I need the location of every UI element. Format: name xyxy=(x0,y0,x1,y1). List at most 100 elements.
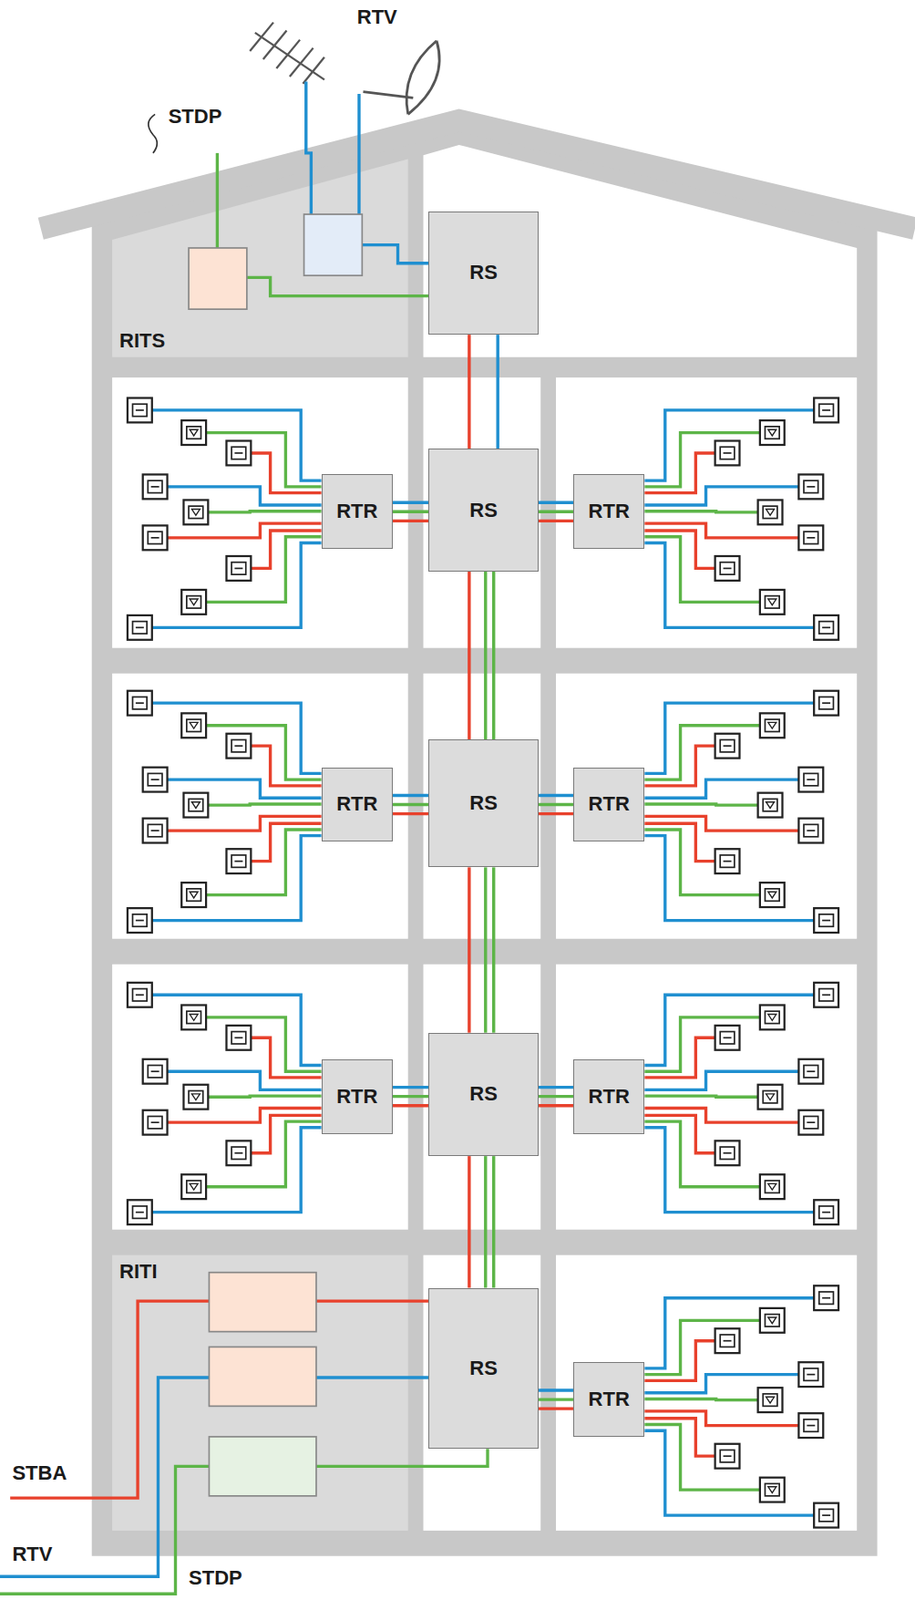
data-socket-mark xyxy=(806,485,815,488)
outlet-socket xyxy=(819,1508,834,1521)
outlet-symbol xyxy=(143,473,168,499)
outlet-symbol xyxy=(760,882,785,907)
cable-bundle xyxy=(392,794,429,813)
outlet-socket xyxy=(231,854,247,867)
outlet-socket xyxy=(186,426,202,439)
outlet-socket xyxy=(719,562,735,575)
cable-bundle xyxy=(538,1389,574,1409)
node-label: RITS xyxy=(119,329,165,352)
yagi-antenna xyxy=(249,22,325,84)
outlet-socket xyxy=(231,1031,247,1044)
outlet-wire xyxy=(207,511,321,513)
data-socket-mark xyxy=(234,452,243,454)
node-label: RTR xyxy=(588,1085,630,1108)
outlet-socket xyxy=(231,562,247,575)
outlet-wire xyxy=(152,542,322,628)
outlet-socket xyxy=(719,1146,735,1159)
outlet-socket xyxy=(186,1180,202,1193)
outlet-symbol xyxy=(760,1307,785,1333)
technical-room: RITS xyxy=(112,163,409,358)
outlet-socket xyxy=(764,888,780,901)
outlet-socket xyxy=(762,1393,778,1406)
outlet-wire xyxy=(644,1423,760,1490)
outlet-symbol xyxy=(143,818,168,844)
outlet-socket xyxy=(803,1115,819,1128)
outlet-wire xyxy=(152,994,322,1065)
outlet-symbol xyxy=(143,524,168,550)
outlet-socket xyxy=(231,446,247,459)
outlet-socket xyxy=(764,1010,780,1023)
cable xyxy=(392,1103,429,1107)
cable-bundle xyxy=(538,1087,574,1106)
cable xyxy=(538,1094,574,1098)
service-label: STBA xyxy=(11,1461,67,1484)
outlet-wire xyxy=(644,1398,758,1400)
data-socket-mark xyxy=(822,919,831,922)
cable xyxy=(392,802,429,806)
cable xyxy=(538,510,574,514)
data-socket-mark xyxy=(822,993,831,996)
data-socket-mark xyxy=(234,567,243,570)
node-label: RTR xyxy=(588,792,630,815)
outlet-socket xyxy=(147,531,163,544)
data-socket-mark xyxy=(806,778,815,781)
outlet-symbol xyxy=(813,982,839,1008)
outlet-socket xyxy=(133,403,148,416)
stdp-box-top xyxy=(188,247,247,309)
cable xyxy=(538,802,574,806)
outlet-wire xyxy=(644,1127,814,1213)
cable xyxy=(538,1387,574,1391)
service-label: RTV xyxy=(357,6,398,29)
data-socket-mark xyxy=(151,778,160,781)
outlet-wire xyxy=(644,835,814,921)
outlet-symbol xyxy=(760,589,785,615)
tv-socket-mark xyxy=(766,801,775,809)
outlet-symbol xyxy=(181,1173,206,1199)
outlet-socket xyxy=(764,1482,780,1495)
outlet-wire xyxy=(207,1095,321,1097)
outlet-wire xyxy=(644,1319,760,1374)
catv-amplifier-box xyxy=(304,214,363,276)
tv-socket-mark xyxy=(768,891,777,898)
outlet-socket xyxy=(188,505,204,518)
cable xyxy=(492,866,495,1032)
tv-socket-mark xyxy=(191,509,200,516)
top-wires xyxy=(216,82,429,297)
outlet-symbol xyxy=(798,473,823,499)
outlet-wire xyxy=(152,410,322,481)
data-socket-mark xyxy=(135,1211,144,1214)
tv-socket-mark xyxy=(189,891,198,898)
outlet-symbol xyxy=(226,555,251,581)
data-socket-mark xyxy=(806,1373,815,1376)
outlet-wire xyxy=(644,1120,760,1187)
cable xyxy=(392,793,429,797)
tv-socket-mark xyxy=(766,509,775,516)
outlet-socket xyxy=(186,888,202,901)
outlet-symbol xyxy=(226,441,251,466)
outlet-socket xyxy=(819,914,834,926)
outlets-and-wires xyxy=(127,398,839,1528)
data-socket-mark xyxy=(822,701,831,704)
outlet-socket xyxy=(147,772,163,785)
outlet-socket xyxy=(764,596,780,608)
outlet-socket xyxy=(764,719,780,731)
cable-bundle xyxy=(392,502,429,521)
rits-room xyxy=(112,159,409,358)
cable xyxy=(467,866,471,1032)
node-label: RS xyxy=(469,1357,498,1379)
cable xyxy=(467,571,471,741)
outlet-socket xyxy=(819,1291,834,1304)
data-socket-mark xyxy=(151,536,160,539)
data-socket-mark xyxy=(135,627,144,629)
service-label: STDP xyxy=(188,1566,243,1589)
outlet-socket xyxy=(803,1418,819,1431)
outlet-socket xyxy=(188,798,204,811)
outlet-symbol xyxy=(181,712,206,738)
cable xyxy=(538,793,574,797)
outlet-symbol xyxy=(127,1199,153,1224)
stba-box xyxy=(208,1272,317,1332)
outlet-symbol xyxy=(181,589,206,615)
outlet-symbol xyxy=(715,848,741,874)
outlet-wire xyxy=(644,1017,760,1071)
